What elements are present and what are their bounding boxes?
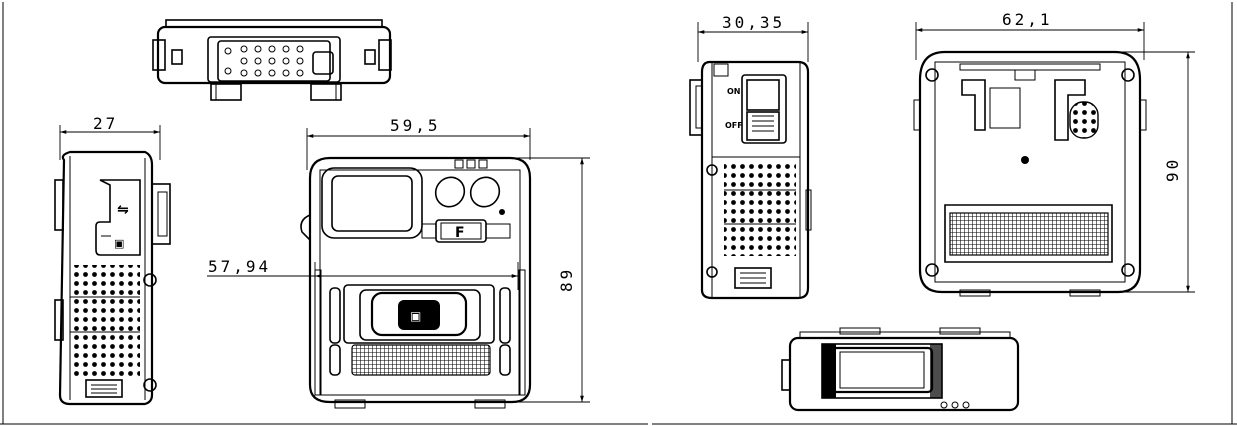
dimension-59-5: 59,5	[306, 116, 531, 170]
bottom-view	[781, 327, 1020, 412]
dimension-62-1-label: 62,1	[1002, 10, 1053, 29]
dimension-30-35-label: 30,35	[722, 13, 785, 32]
dimension-89: 89	[515, 157, 590, 403]
usb-icon: ⇋	[117, 202, 129, 218]
dimension-27: 27	[59, 114, 161, 160]
switch-on-label: ON	[727, 87, 741, 96]
dimension-57-94-label: 57,94	[208, 257, 271, 276]
dimension-27-label: 27	[93, 114, 118, 133]
dimension-30-35: 30,35	[697, 13, 809, 62]
dimension-59-5-label: 59,5	[390, 116, 441, 135]
dimension-89-label: 89	[557, 267, 576, 292]
left-side-view: ⇋ ▣	[54, 150, 171, 406]
dock-icon: ▣	[114, 237, 124, 250]
front-view: F ▣	[300, 156, 532, 409]
dimension-57-94: 57,94	[207, 257, 519, 290]
switch-off-label: OFF	[725, 121, 743, 130]
back-view	[913, 50, 1147, 297]
dimension-90: 90	[1120, 51, 1195, 293]
record-camera-icon: ▣	[410, 309, 421, 323]
dimension-62-1: 62,1	[915, 10, 1145, 60]
right-side-view: ON OFF	[689, 60, 812, 300]
top-view	[152, 19, 392, 101]
dimension-90-label: 90	[1163, 157, 1182, 182]
f-button-label: F	[455, 225, 465, 241]
